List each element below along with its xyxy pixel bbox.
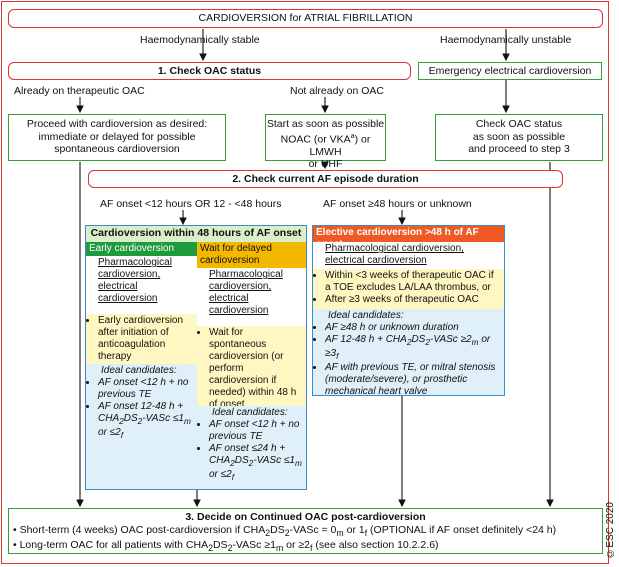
wait-type: Pharmacological cardioversion, electrica… xyxy=(209,269,283,316)
elective-type: Pharmacological cardioversion, electrica… xyxy=(325,243,464,266)
label-stable: Haemodynamically stable xyxy=(140,34,260,46)
step2-box: 2. Check current AF episode duration xyxy=(88,170,563,188)
early-type: Pharmacological cardioversion, electrica… xyxy=(98,257,172,304)
label-not-oac: Not already on OAC xyxy=(290,85,384,97)
label-onset-short: AF onset <12 hours OR 12 - <48 hours xyxy=(100,198,282,210)
outer-frame xyxy=(1,1,609,564)
label-onset-long: AF onset ≥48 hours or unknown xyxy=(323,198,472,210)
label-on-oac: Already on therapeutic OAC xyxy=(14,85,145,97)
elective-conditions: Within <3 weeks of therapeutic OAC if a … xyxy=(313,269,504,309)
emergency-cardioversion-box: Emergency electrical cardioversion xyxy=(418,62,602,80)
early-note: Early cardioversion after initiation of … xyxy=(86,314,197,364)
early-cardioversion-header: Early cardioversion xyxy=(86,242,197,256)
elective-header: Elective cardioversion >48 h of AF onset xyxy=(313,226,504,250)
wait-cardioversion-header: Wait for delayed cardioversion xyxy=(197,242,306,268)
step1-box: 1. Check OAC status xyxy=(8,62,411,80)
wait-note: Wait for spontaneous cardioversion (or p… xyxy=(197,326,306,410)
elective-panel: Elective cardioversion >48 h of AF onset… xyxy=(312,225,505,397)
copyright-text: ©ESC 2020 xyxy=(605,502,616,559)
elective-ideal-candidates: Ideal candidates: AF ≥48 h or unknown du… xyxy=(313,309,504,397)
wait-ideal-candidates: Ideal candidates: AF onset <12 h + no pr… xyxy=(197,406,306,489)
step3-box: 3. Decide on Continued OAC post-cardiove… xyxy=(8,508,603,554)
within-48h-panel: Cardioversion within 48 hours of AF onse… xyxy=(85,225,307,490)
proceed-box: Proceed with cardioversion as desired:im… xyxy=(8,114,226,161)
label-unstable: Haemodynamically unstable xyxy=(440,34,572,46)
start-oac-box: Start as soon as possible NOAC (or VKAa)… xyxy=(265,114,386,170)
early-ideal-candidates: Ideal candidates: AF onset <12 h + no pr… xyxy=(86,364,197,489)
page-title: CARDIOVERSION for ATRIAL FIBRILLATION xyxy=(8,9,603,28)
within-48h-header: Cardioversion within 48 hours of AF onse… xyxy=(86,226,306,242)
